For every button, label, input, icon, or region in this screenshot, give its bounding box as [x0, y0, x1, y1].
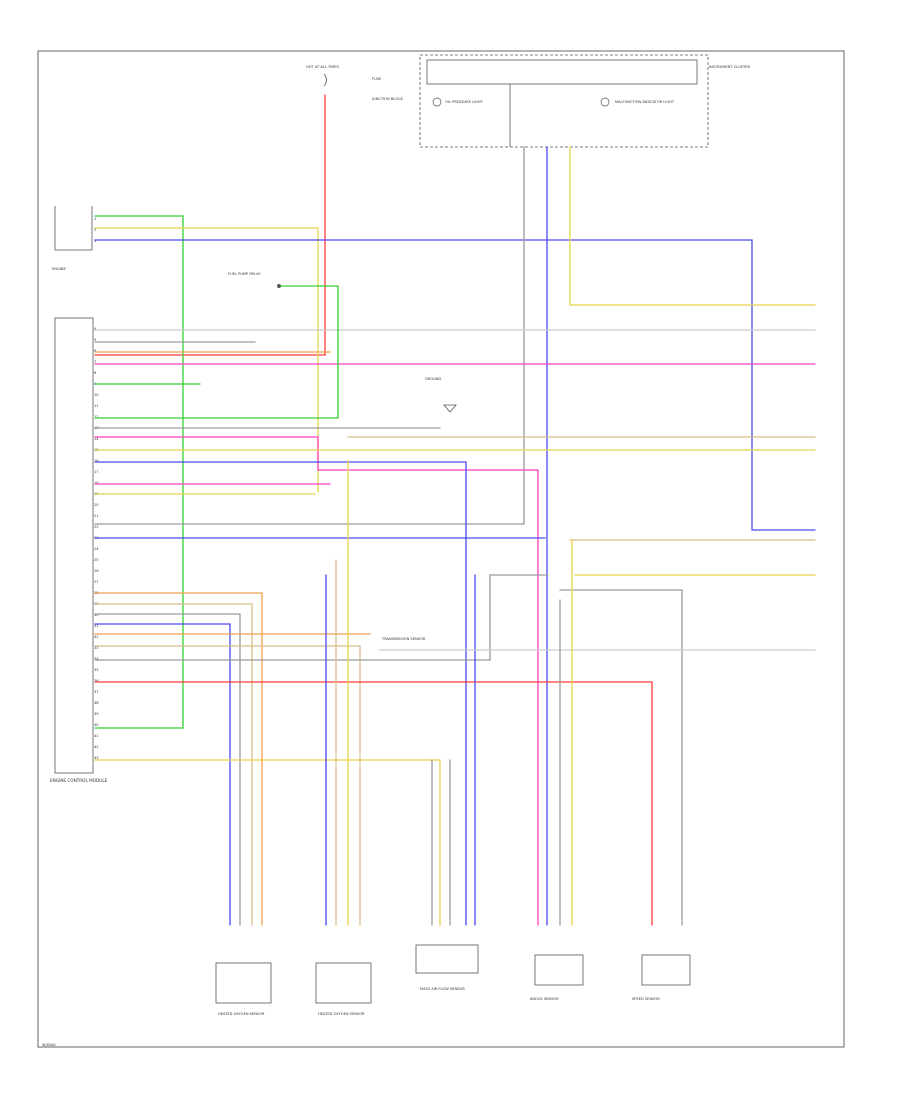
svg-text:10: 10 [94, 393, 99, 397]
junction-label: JUNCTION BLOCK [371, 97, 403, 101]
svg-text:4: 4 [94, 327, 97, 331]
wire-blue-row31 [94, 623, 231, 926]
label-maf: MASS AIR FLOW SENSOR [420, 987, 465, 991]
wire-yellow-2 [94, 227, 319, 493]
footer-label: W/DIAG [42, 1043, 56, 1047]
wire-blue-row16 [94, 461, 467, 926]
svg-text:32: 32 [94, 635, 99, 639]
ecm-title: ENGINE CONTROL MODULE [50, 778, 108, 783]
ecm-upper-connector [54, 206, 93, 251]
svg-text:40: 40 [94, 723, 99, 727]
svg-text:12: 12 [94, 415, 99, 419]
connector-maf [415, 944, 479, 974]
connector-ho2s-1 [215, 962, 272, 1004]
wire-yellow-row43 [94, 759, 441, 926]
svg-text:27: 27 [94, 580, 99, 584]
wire-gray-row30 [94, 613, 241, 926]
label-knock: KNOCK SENSOR [530, 997, 559, 1001]
wire-green-relay [94, 285, 339, 419]
wire-tan-row33 [94, 645, 361, 926]
wire-gray-right3 [559, 589, 683, 926]
connector-ho2s-2 [315, 962, 372, 1004]
label-ho2s-1: HEATED OXYGEN SENSOR [218, 1012, 265, 1016]
ecm-main-connector [54, 317, 94, 774]
wire-blue-3 [94, 239, 816, 531]
svg-text:8: 8 [94, 371, 97, 375]
bottom-connectors: HEATED OXYGEN SENSOR HEATED OXYGEN SENSO… [215, 944, 691, 1016]
svg-text:17: 17 [94, 470, 99, 474]
svg-text:3: 3 [94, 239, 96, 243]
wire-green-1 [94, 215, 184, 729]
svg-text:14: 14 [94, 437, 99, 441]
svg-text:38: 38 [94, 701, 99, 705]
svg-text:34: 34 [94, 657, 99, 661]
diagram-frame [37, 50, 845, 1048]
wire-gray-cluster [94, 146, 525, 525]
cluster-oil-light: OIL PRESSURE LIGHT [445, 100, 484, 104]
wire-yellow-cluster [569, 146, 816, 306]
wire-red-power [94, 94, 326, 356]
cluster-mil-light: MALFUNCTION INDICATOR LIGHT [615, 100, 675, 104]
connector-speed [641, 954, 691, 986]
svg-text:37: 37 [94, 690, 99, 694]
connector-knock [534, 954, 584, 986]
oil-light-icon [432, 97, 442, 107]
svg-text:30: 30 [94, 613, 99, 617]
relay-label: FUEL PUMP RELAY [228, 272, 261, 276]
wire-gray-row34 [94, 574, 549, 661]
ground-label: GROUND [425, 377, 441, 381]
fuse-label: FUSE [372, 77, 382, 81]
svg-text:42: 42 [94, 745, 99, 749]
svg-text:20: 20 [94, 503, 99, 507]
svg-text:11: 11 [94, 404, 99, 408]
svg-text:35: 35 [94, 668, 99, 672]
relay-dot [277, 284, 281, 288]
wire-tan-row29 [94, 603, 253, 926]
svg-text:33: 33 [94, 646, 99, 650]
svg-text:22: 22 [94, 525, 99, 529]
svg-text:6: 6 [94, 349, 97, 353]
svg-text:26: 26 [94, 569, 99, 573]
svg-text:43: 43 [94, 756, 99, 760]
hot-label: HOT AT ALL TIMES [306, 65, 340, 69]
wire-red-row36 [94, 681, 653, 926]
svg-text:41: 41 [94, 734, 99, 738]
svg-text:39: 39 [94, 712, 99, 716]
label-ho2s-2: HEATED OXYGEN SENSOR [318, 1012, 365, 1016]
label-speed: SPEED SENSOR [632, 997, 660, 1001]
svg-text:31: 31 [94, 624, 99, 628]
ecm-side-label: ENGINE [52, 267, 66, 271]
svg-text:16: 16 [94, 459, 99, 463]
ground-icon [443, 404, 457, 413]
mil-light-icon [600, 97, 610, 107]
svg-text:7: 7 [94, 360, 96, 364]
fuse-symbol [323, 73, 327, 87]
svg-text:21: 21 [94, 514, 99, 518]
svg-text:5: 5 [94, 338, 96, 342]
svg-text:2: 2 [94, 228, 96, 232]
svg-text:1: 1 [94, 217, 96, 221]
svg-text:36: 36 [94, 679, 99, 683]
svg-text:24: 24 [94, 547, 99, 551]
svg-text:18: 18 [94, 481, 99, 485]
cluster-title: INSTRUMENT CLUSTER [709, 65, 750, 69]
instrument-cluster-inner [426, 59, 698, 85]
trans-label: TRANSMISSION SENSOR [381, 637, 426, 641]
wire-pink-row14 [94, 436, 539, 926]
wire-orange-row28 [94, 592, 263, 926]
svg-text:25: 25 [94, 558, 99, 562]
